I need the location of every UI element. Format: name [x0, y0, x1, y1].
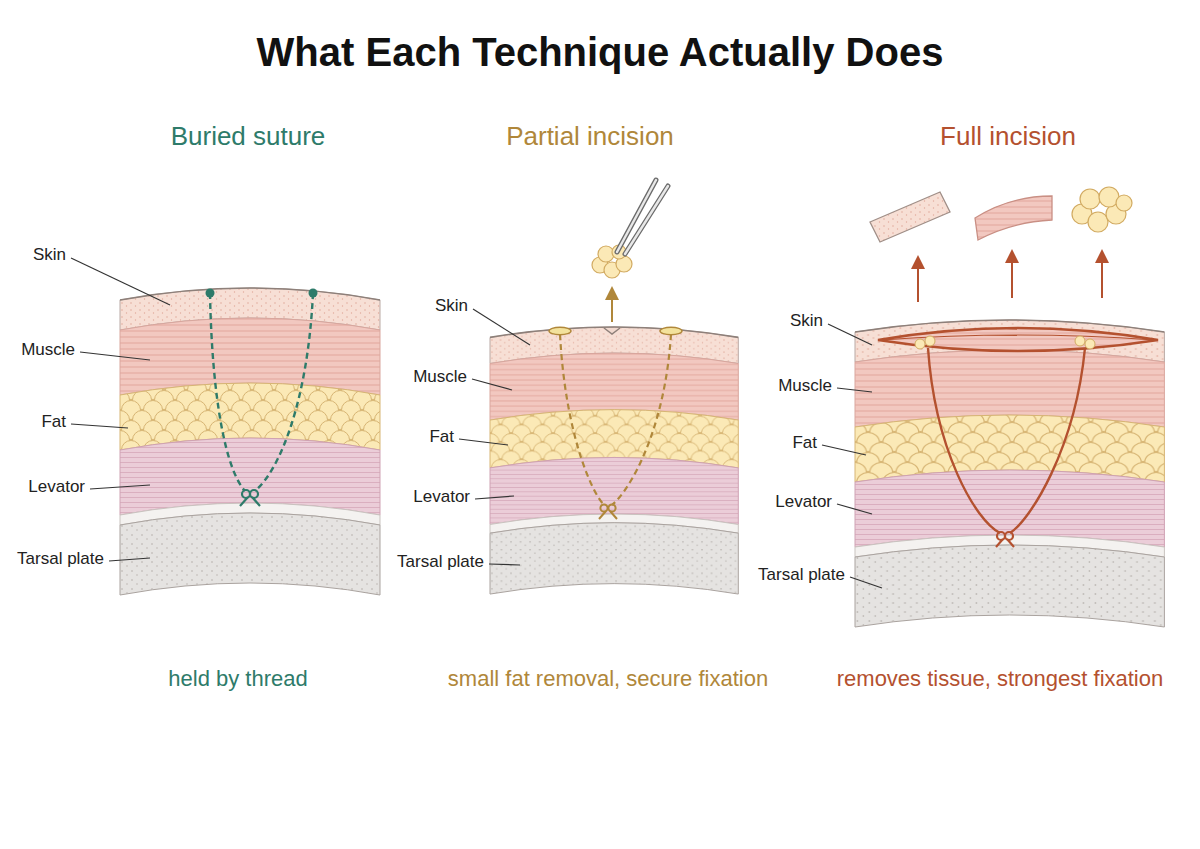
part-label: Muscle — [413, 367, 467, 387]
panel-heading: Full incision — [940, 122, 1076, 152]
suture-knot — [1005, 532, 1013, 540]
partial-incision — [549, 180, 682, 519]
suture-tails — [996, 539, 1014, 547]
tissue-layers — [120, 288, 380, 595]
part-label: Levator — [775, 492, 832, 512]
part-label: Fat — [41, 412, 66, 432]
leader-line — [71, 424, 128, 428]
fat-lobule — [925, 336, 935, 346]
full-incision — [870, 187, 1158, 547]
suture-thread — [560, 334, 604, 505]
part-label: Levator — [413, 487, 470, 507]
removed-muscle — [975, 196, 1052, 240]
fat-lobule — [1075, 336, 1085, 346]
suture-tails — [240, 497, 260, 506]
removal-arrow — [1101, 256, 1103, 298]
leader-lines — [71, 258, 882, 588]
suture-thread — [210, 293, 245, 491]
panel-heading: Partial incision — [506, 122, 674, 152]
diagram-title: What Each Technique Actually Does — [257, 29, 944, 75]
forceps-arm — [625, 186, 668, 254]
suture-thread — [1010, 348, 1085, 533]
leader-line — [837, 388, 872, 392]
panel-caption: small fat removal, secure fixation — [448, 666, 768, 691]
suture-knot — [997, 532, 1005, 540]
fat-lobule — [598, 246, 614, 262]
panel-caption: removes tissue, strongest fixation — [837, 666, 1163, 691]
fat-lobule — [915, 339, 925, 349]
suture-entry — [309, 289, 318, 298]
incision-mark — [549, 327, 571, 335]
removal-arrow — [1011, 256, 1013, 298]
removal-arrow — [917, 262, 919, 302]
suture-entry — [206, 289, 215, 298]
part-label: Skin — [790, 311, 823, 331]
forceps — [617, 180, 668, 254]
tissue-layers — [490, 327, 738, 594]
fat-lobule — [1085, 339, 1095, 349]
leader-line — [489, 564, 520, 565]
leader-line — [109, 558, 150, 561]
part-label: Tarsal plate — [17, 549, 104, 569]
removed-skin — [870, 192, 950, 242]
removal-arrow — [611, 293, 613, 322]
part-label: Muscle — [21, 340, 75, 360]
fat-lobule — [1080, 189, 1100, 209]
forceps-arm — [625, 186, 668, 254]
part-label: Skin — [435, 296, 468, 316]
leader-line — [459, 439, 508, 445]
incision-opening — [878, 328, 1158, 351]
leader-line — [90, 485, 150, 489]
fat-lobule — [1088, 212, 1108, 232]
buried-suture — [206, 289, 318, 507]
part-label: Fat — [429, 427, 454, 447]
leader-line — [71, 258, 170, 305]
leader-line — [475, 496, 514, 499]
suture-thread — [255, 293, 313, 491]
leader-line — [837, 504, 872, 514]
part-label: Tarsal plate — [397, 552, 484, 572]
part-label: Fat — [792, 433, 817, 453]
skin-notch — [604, 328, 620, 334]
suture-knot — [242, 490, 250, 498]
fat-lobule — [1116, 195, 1132, 211]
part-label: Muscle — [778, 376, 832, 396]
suture-thread — [612, 334, 671, 505]
suture-knot — [250, 490, 258, 498]
panel-caption: held by thread — [168, 666, 307, 691]
incision-edge — [882, 335, 1154, 340]
suture-tails — [599, 511, 617, 519]
part-label: Levator — [28, 477, 85, 497]
tissue-layers — [855, 320, 1164, 627]
leader-line — [473, 309, 530, 345]
fat-pocket — [915, 336, 1095, 349]
removed-fat — [1072, 187, 1132, 232]
leader-line — [80, 352, 150, 360]
leader-line — [472, 379, 512, 390]
leader-line — [822, 445, 866, 455]
panel-heading: Buried suture — [171, 122, 326, 152]
leader-line — [850, 577, 882, 588]
suture-knot — [600, 504, 607, 511]
incision-mark — [660, 327, 682, 335]
part-label: Tarsal plate — [758, 565, 845, 585]
leader-line — [828, 324, 872, 345]
part-label: Skin — [33, 245, 66, 265]
suture-knot — [608, 504, 615, 511]
suture-thread — [928, 348, 1000, 533]
